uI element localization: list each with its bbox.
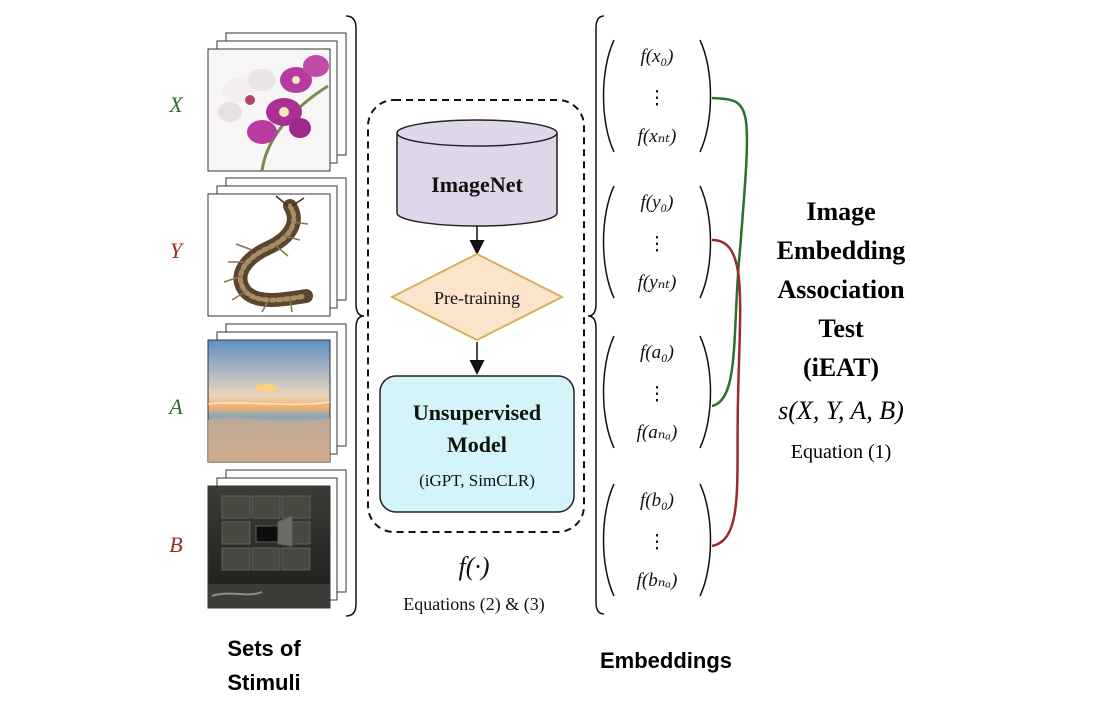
model-examples: (iGPT, SimCLR) — [419, 471, 535, 490]
model-label-line2: Model — [447, 432, 507, 457]
image-stack-b — [207, 469, 347, 609]
unsupervised-model-box: Unsupervised Model (iGPT, SimCLR) — [379, 375, 575, 513]
model-pipeline: ImageNet Pre-training Unsupervised Model… — [367, 99, 585, 615]
embeddings-brace — [587, 15, 605, 615]
link-y-to-b — [711, 238, 742, 548]
stimuli-caption-line1: Sets of — [227, 636, 301, 661]
imagenet-label: ImageNet — [431, 172, 523, 197]
ieat-title-line2: Embedding — [777, 236, 906, 265]
function-label: f(·) — [458, 552, 489, 581]
imagenet-cylinder: ImageNet — [396, 119, 558, 227]
embedding-vector-x: f(x₀) ⋮ f(xₙₜ) — [602, 39, 712, 153]
vector-y-dots: ⋮ — [648, 234, 667, 255]
vector-b-bottom: f(bₙₐ) — [637, 570, 678, 591]
stimuli-brace — [345, 15, 365, 617]
model-label-line1: Unsupervised — [413, 400, 541, 425]
vector-x-bottom: f(xₙₜ) — [638, 126, 677, 147]
image-stack-a — [207, 323, 347, 463]
embeddings-caption: Embeddings — [600, 648, 732, 673]
stimuli-column: X — [167, 15, 365, 695]
image-stack-y — [207, 177, 347, 317]
stimulus-set-y: Y — [170, 177, 347, 317]
vector-b-top: f(b₀) — [640, 490, 674, 511]
equations-2-3-label: Equations (2) & (3) — [403, 594, 544, 615]
ieat-block: Image Embedding Association Test (iEAT) … — [777, 197, 906, 463]
ieat-title-line5: (iEAT) — [803, 353, 879, 382]
ieat-title-line3: Association — [777, 275, 905, 304]
vector-a-dots: ⋮ — [648, 384, 667, 405]
pretraining-label: Pre-training — [434, 288, 520, 308]
centipede-image — [223, 195, 313, 313]
set-label-x: X — [168, 92, 184, 117]
stimulus-set-a: A — [167, 323, 347, 463]
ieat-title-line4: Test — [818, 314, 864, 343]
embeddings-column: f(x₀) ⋮ f(xₙₜ) f(y₀) ⋮ f(yₙₜ) f(a₀) ⋮ f(… — [587, 15, 749, 673]
ieat-title-line1: Image — [806, 197, 875, 226]
vector-b-dots: ⋮ — [648, 532, 667, 553]
embedding-vector-y: f(y₀) ⋮ f(yₙₜ) — [602, 185, 712, 299]
vector-y-bottom: f(yₙₜ) — [638, 272, 677, 293]
link-x-to-a — [711, 96, 749, 408]
set-label-a: A — [167, 394, 183, 419]
vector-a-bottom: f(aₙₐ) — [637, 422, 678, 443]
sunset-image — [207, 384, 331, 462]
vector-y-top: f(y₀) — [641, 192, 674, 213]
set-label-b: B — [169, 532, 182, 557]
embedding-vector-a: f(a₀) ⋮ f(aₙₐ) — [602, 335, 712, 449]
embedding-vector-b: f(b₀) ⋮ f(bₙₐ) — [602, 483, 712, 597]
vector-x-dots: ⋮ — [648, 88, 667, 109]
image-stack-x — [207, 32, 347, 172]
stimuli-caption-line2: Stimuli — [227, 670, 300, 695]
vector-x-top: f(x₀) — [641, 46, 674, 67]
equation-1-label: Equation (1) — [791, 441, 892, 463]
stimulus-set-x: X — [168, 32, 347, 172]
vector-a-top: f(a₀) — [640, 342, 674, 363]
morgue-image — [208, 495, 330, 608]
ieat-formula: s(X, Y, A, B) — [778, 396, 904, 425]
pretraining-diamond: Pre-training — [389, 252, 565, 342]
set-label-y: Y — [170, 238, 185, 263]
stimulus-set-b: B — [169, 469, 347, 609]
orchid-image — [218, 55, 329, 172]
